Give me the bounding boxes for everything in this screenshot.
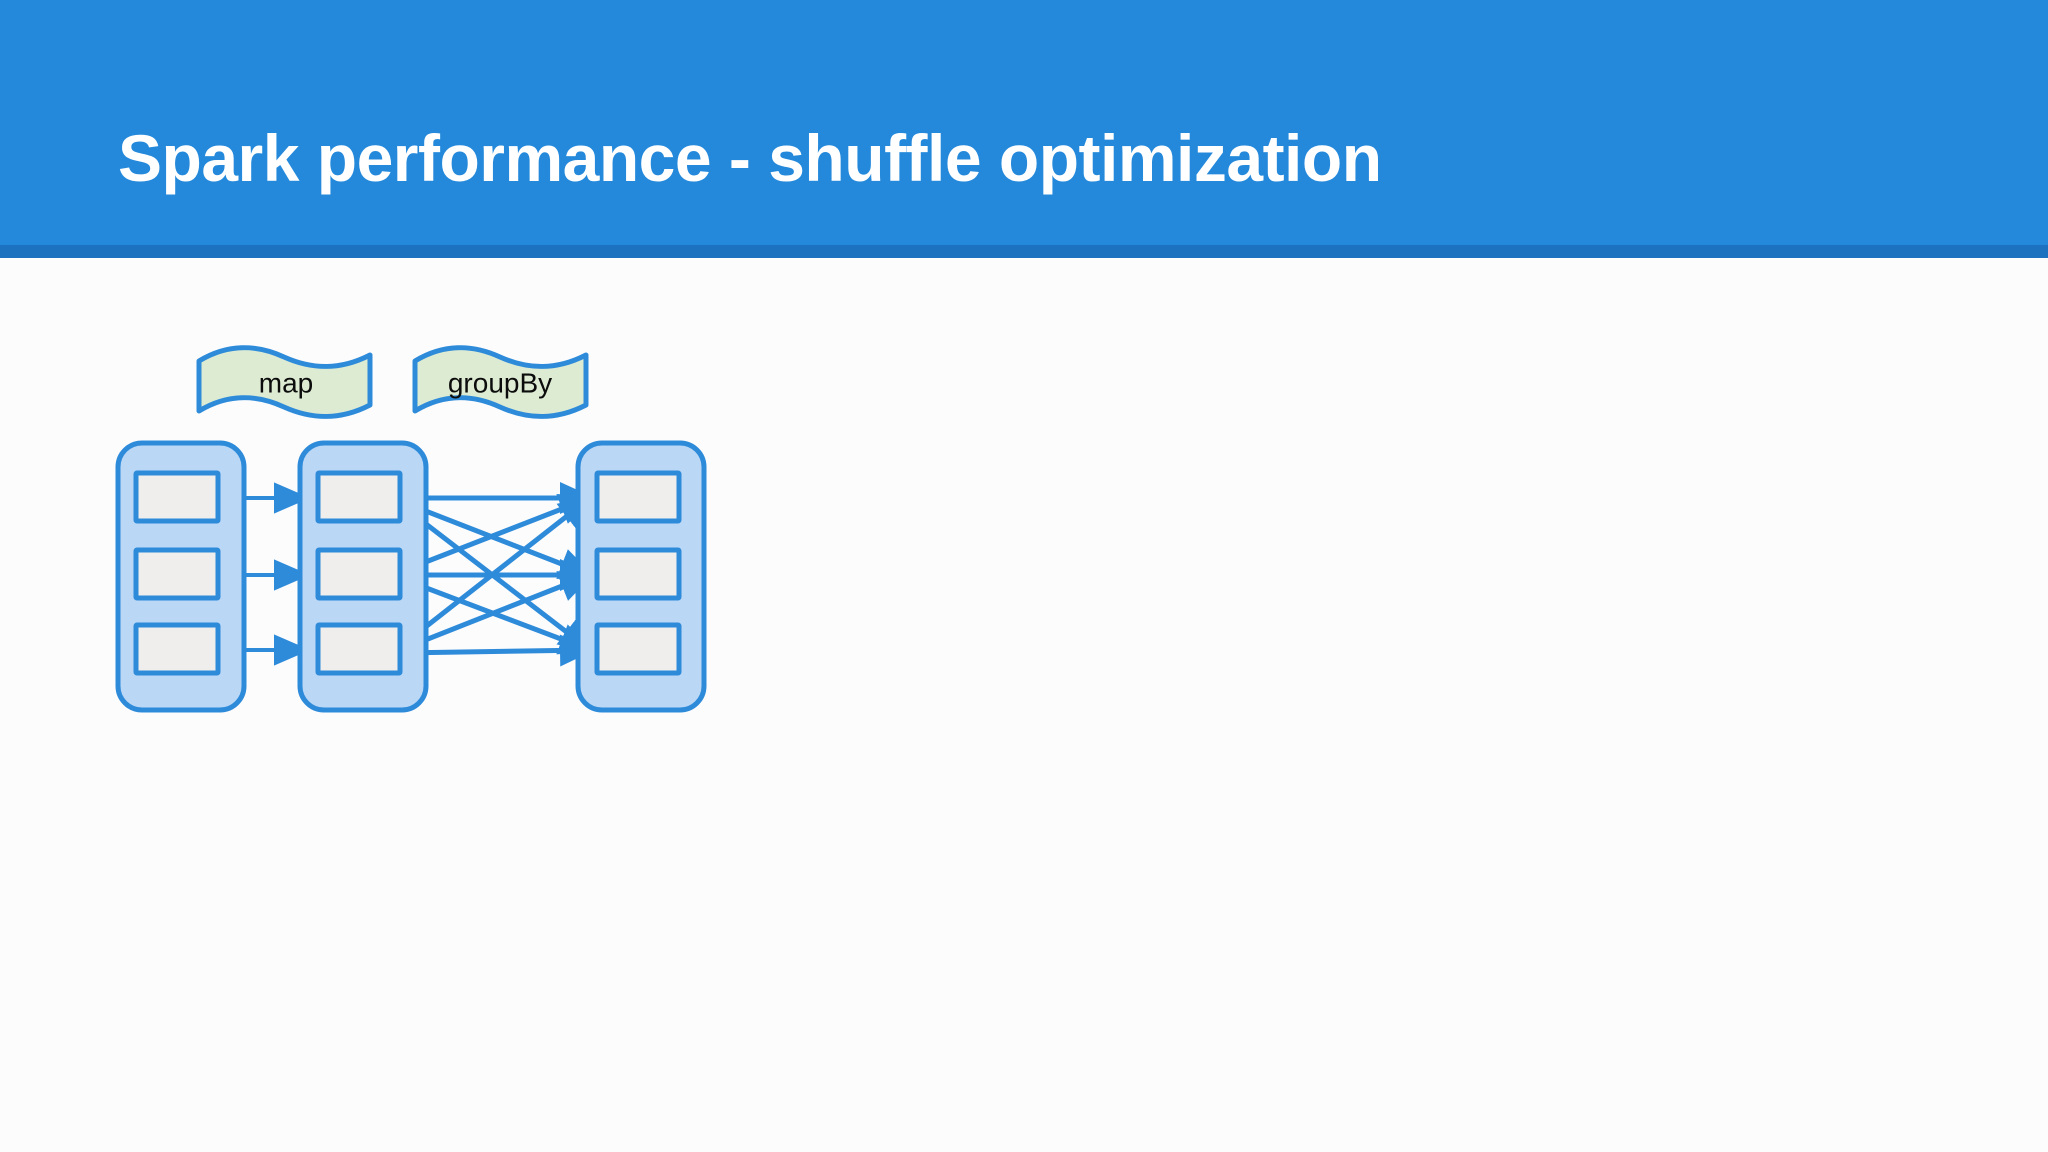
partition-grouped-0[interactable] bbox=[594, 470, 682, 524]
partition-grouped-2[interactable] bbox=[594, 622, 682, 676]
title-banner bbox=[0, 0, 2048, 245]
partition-input-2[interactable] bbox=[133, 622, 221, 676]
diagram-svg: map groupBy bbox=[115, 345, 707, 713]
stage-grouped-rdd[interactable] bbox=[575, 440, 707, 713]
stage-input-rdd[interactable] bbox=[115, 440, 247, 713]
shuffle-edge-2-2 bbox=[399, 634, 595, 667]
operation-label-groupby-text: groupBy bbox=[448, 367, 552, 398]
title-banner-underline bbox=[0, 245, 2048, 258]
partition-input-0[interactable] bbox=[133, 470, 221, 524]
operation-label-groupby: groupBy bbox=[412, 345, 589, 419]
partition-mapped-1[interactable] bbox=[315, 547, 403, 601]
page-title: Spark performance - shuffle optimization bbox=[118, 121, 1382, 195]
partition-input-1[interactable] bbox=[133, 547, 221, 601]
partition-grouped-1[interactable] bbox=[594, 547, 682, 601]
spark-shuffle-diagram: map groupBy bbox=[0, 258, 2048, 1152]
shuffle-edge-0-1 bbox=[399, 498, 595, 580]
operation-label-map-text: map bbox=[259, 367, 313, 398]
partition-mapped-2[interactable] bbox=[315, 622, 403, 676]
wide-dependency-arrows bbox=[398, 482, 595, 667]
operation-label-map: map bbox=[196, 345, 373, 419]
shuffle-edge-2-0 bbox=[398, 494, 594, 649]
shuffle-edge-2-1 bbox=[399, 571, 595, 653]
stage-mapped-rdd[interactable] bbox=[297, 440, 429, 713]
partition-mapped-0[interactable] bbox=[315, 470, 403, 524]
wave-shape-map bbox=[196, 345, 373, 419]
wave-shape-groupby bbox=[412, 345, 589, 419]
